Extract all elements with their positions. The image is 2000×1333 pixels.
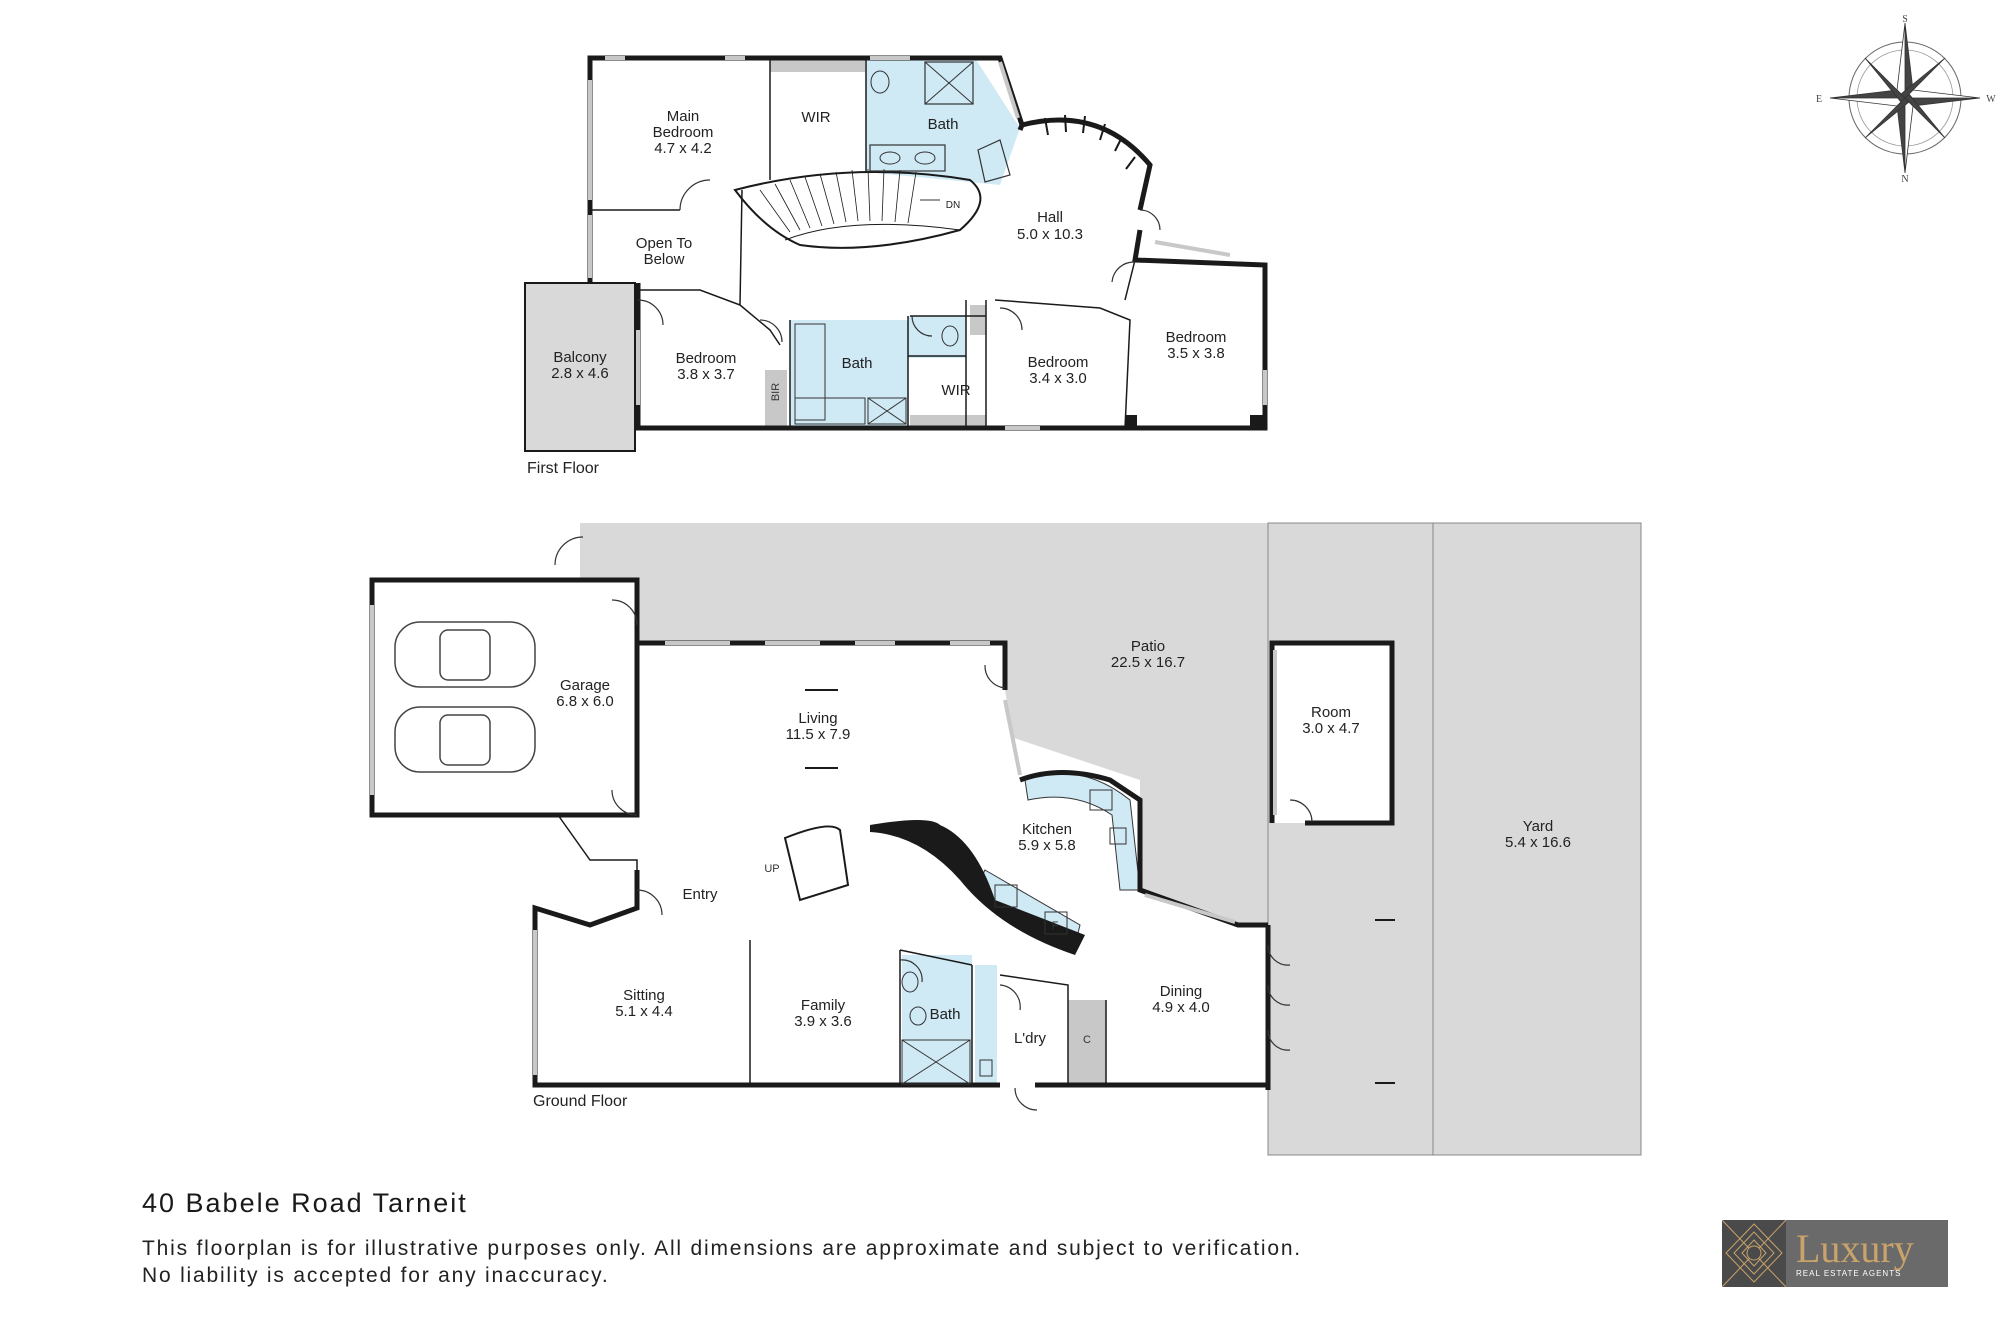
logo-word: Luxury bbox=[1796, 1226, 1914, 1271]
ground-doors bbox=[554, 536, 1313, 1111]
bath-mid-label: Bath bbox=[842, 355, 873, 372]
fridge-label: F bbox=[1052, 920, 1059, 932]
ground-outer-wall bbox=[532, 590, 1271, 1090]
compass-rose: S N E W bbox=[1816, 14, 1996, 185]
disclaimer-line-1: This floorplan is for illustrative purpo… bbox=[142, 1237, 1302, 1260]
bath-mid-area bbox=[790, 320, 908, 427]
laundry-label: L'dry bbox=[1014, 1030, 1047, 1047]
bath-top-label: Bath bbox=[928, 116, 959, 133]
wir-mid-shelf-side bbox=[970, 305, 986, 335]
logo-text: Luxury REAL ESTATE AGENTS bbox=[1786, 1226, 1914, 1279]
hall-curve-ticks bbox=[1044, 114, 1136, 170]
bath-top-area bbox=[866, 58, 1020, 185]
compass-s: S bbox=[1902, 14, 1908, 25]
disclaimer: This floorplan is for illustrative purpo… bbox=[142, 1235, 1302, 1289]
wir-top-shelf bbox=[770, 60, 865, 72]
room-outbuilding-wall bbox=[1269, 640, 1395, 826]
ground-floor-label: Ground Floor bbox=[533, 1093, 628, 1110]
first-floor-label: First Floor bbox=[527, 460, 600, 477]
garage-area bbox=[369, 577, 640, 818]
bir-area bbox=[765, 370, 787, 427]
wir-top-label: WIR bbox=[801, 109, 830, 126]
toilet-mid-area bbox=[908, 316, 966, 358]
bath-ground-area bbox=[902, 955, 972, 1085]
cupboard-label: C bbox=[1083, 1034, 1091, 1046]
balcony-area bbox=[524, 282, 636, 452]
ground-windows bbox=[370, 605, 1277, 1075]
stair-outline bbox=[733, 171, 982, 249]
first-floor-doors bbox=[637, 179, 1161, 343]
logo-mark-icon bbox=[1722, 1220, 1786, 1287]
agency-logo: Luxury REAL ESTATE AGENTS bbox=[1722, 1220, 1948, 1287]
stair-treads bbox=[759, 168, 917, 233]
first-floor-fixtures bbox=[794, 61, 1263, 428]
up-label: UP bbox=[764, 863, 779, 875]
bath-ground-label: Bath bbox=[930, 1006, 961, 1023]
logo-subtitle: REAL ESTATE AGENTS bbox=[1796, 1269, 1902, 1278]
property-address: 40 Babele Road Tarneit bbox=[142, 1188, 468, 1218]
living-markers bbox=[805, 689, 1395, 1084]
patio-area bbox=[580, 523, 1433, 1155]
compass-e: E bbox=[1816, 94, 1822, 105]
ground-inner-walls bbox=[557, 814, 1107, 1085]
first-floor-inner-walls bbox=[590, 58, 1136, 429]
dn-label: DN bbox=[946, 200, 960, 211]
ground-curved-wall bbox=[870, 820, 1085, 955]
laundry-ground-area bbox=[975, 965, 997, 1085]
wir-mid-shelf bbox=[910, 415, 986, 427]
wir-mid-label: WIR bbox=[941, 382, 970, 399]
stair-inner bbox=[784, 223, 961, 241]
disclaimer-line-2: No liability is accepted for any inaccur… bbox=[142, 1264, 610, 1287]
ground-fixtures bbox=[901, 789, 1127, 1085]
bir-label: BIR bbox=[770, 383, 782, 401]
compass-n: N bbox=[1901, 174, 1908, 185]
ground-stair bbox=[783, 825, 850, 902]
first-floor-windows bbox=[588, 56, 1267, 430]
compass-w: W bbox=[1986, 94, 1996, 105]
entry-label: Entry bbox=[682, 886, 718, 903]
patio-outline bbox=[1267, 522, 1434, 1156]
cars bbox=[394, 621, 536, 773]
room-area bbox=[1272, 643, 1392, 823]
yard-area bbox=[1432, 522, 1642, 1156]
cupboard-ground-area bbox=[1068, 1000, 1106, 1085]
